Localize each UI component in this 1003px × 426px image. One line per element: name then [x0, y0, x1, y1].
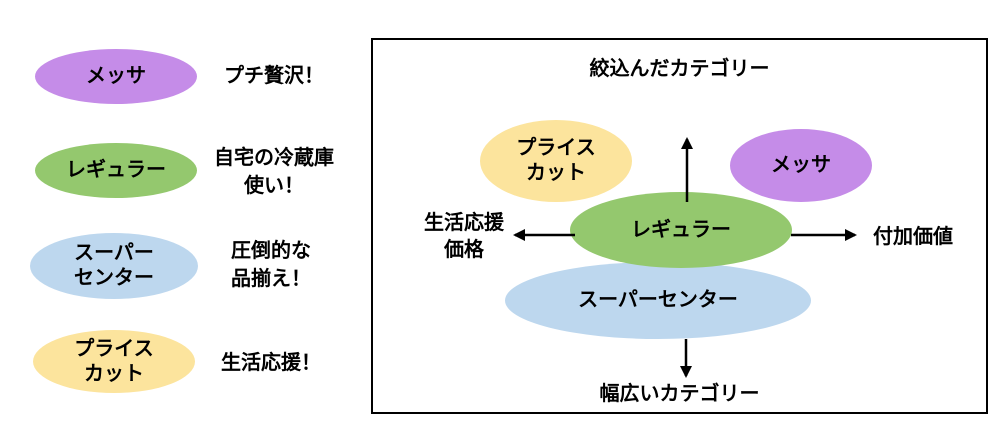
legend-bubble-price-cut-label2: カット [84, 362, 144, 385]
legend-bubble-regular-label: レギュラー [66, 159, 166, 181]
legend-bubble-regular: レギュラー [35, 143, 197, 198]
legend-desc-regular: 自宅の冷蔵庫 使い！ [194, 144, 354, 200]
map-bubble-price-cut-label1: プライス [516, 137, 596, 159]
map-right-label: 付加価値 [873, 226, 953, 248]
legend-bubble-super-center: スーパー センター [30, 233, 198, 299]
legend-desc-super-center-line1: 圧倒的な [231, 240, 311, 262]
map-top-label: 絞込んだカテゴリー [589, 58, 770, 80]
map-bubble-super-center-label: スーパーセンター [578, 289, 738, 311]
map-bubble-regular: レギュラー [570, 192, 792, 268]
legend-bubble-messa-label: メッサ [86, 65, 146, 87]
positioning-map-box: 絞込んだカテゴリー スーパーセンター プライス カット メッサ レギュラー 生活… [371, 38, 988, 414]
legend-desc-price-cut: 生活応援！ [196, 349, 346, 377]
map-bubble-messa: メッサ [730, 129, 872, 202]
legend-bubble-messa: メッサ [35, 49, 197, 104]
legend-bubble-price-cut-label1: プライス [74, 337, 154, 360]
legend-desc-price-cut-line1: 生活応援！ [221, 352, 321, 374]
legend-desc-messa: プチ贅沢！ [198, 62, 350, 90]
legend-bubble-super-center-label2: センター [74, 267, 154, 289]
map-left-label-line1: 生活応援 [424, 212, 504, 234]
legend-desc-regular-line2: 使い！ [244, 175, 304, 197]
map-bubble-super-center: スーパーセンター [505, 262, 811, 339]
map-bottom-label: 幅広いカテゴリー [599, 383, 760, 405]
map-bubble-price-cut: プライス カット [480, 120, 632, 202]
legend-bubble-super-center-label1: スーパー [74, 242, 154, 264]
map-left-label-line2: 価格 [444, 239, 484, 261]
legend-desc-super-center: 圧倒的な 品揃え！ [196, 237, 346, 293]
map-left-label: 生活応援 価格 [409, 210, 519, 264]
map-bubble-regular-label: レギュラー [631, 218, 731, 241]
map-bubble-price-cut-label2: カット [526, 162, 586, 184]
legend-desc-messa-line1: プチ贅沢！ [224, 65, 324, 87]
legend-desc-super-center-line2: 品揃え！ [231, 268, 311, 290]
map-bubble-messa-label: メッサ [771, 154, 831, 176]
legend-bubble-price-cut: プライス カット [33, 330, 195, 393]
legend-desc-regular-line1: 自宅の冷蔵庫 [214, 147, 334, 169]
